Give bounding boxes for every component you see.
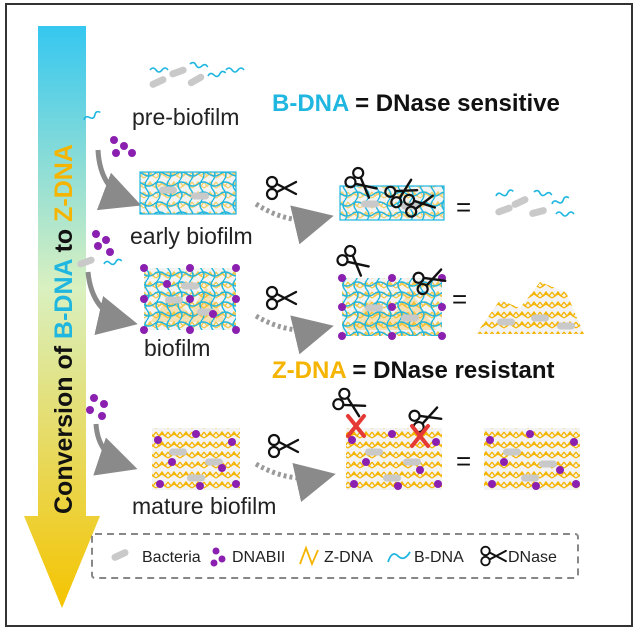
curve-arrow-2 [85, 271, 138, 335]
dnabii-cluster-2 [76, 230, 123, 269]
legend-label-dnabii: DNABII [232, 549, 285, 566]
mature-biofilm-resistant [330, 385, 445, 490]
legend-label-dnase: DNase [508, 549, 557, 566]
label-mature-biofilm: mature biofilm [132, 493, 276, 519]
early-biofilm-digested [339, 164, 445, 221]
heading-b-dna: B-DNA = DNase sensitive [272, 90, 560, 117]
heading-z-dna: Z-DNA = DNase resistant [272, 357, 555, 384]
mature-result-block [484, 428, 580, 490]
conversion-b-dna: B-DNA [50, 258, 78, 338]
dashed-arrow-2 [254, 313, 334, 355]
mature-biofilm-block [152, 428, 240, 490]
equals-2: = [452, 284, 467, 314]
early-result-fragments [494, 188, 575, 218]
legend-box [91, 533, 579, 579]
blocked-x-1 [346, 414, 366, 438]
z-dna-icon [299, 545, 319, 567]
conversion-label: Conversion of B-DNA to Z-DNA [50, 144, 78, 514]
legend: Bacteria DNABII Z-DNA B-DNA DNase [110, 545, 557, 567]
conversion-z-dna: Z-DNA [50, 144, 78, 222]
dnabii-icon [210, 547, 226, 567]
scissors-icon [480, 545, 507, 567]
dnabii-cluster-1 [82, 109, 136, 157]
dashed-arrow-1 [254, 201, 334, 245]
biofilm-result-zdna [476, 282, 584, 334]
early-biofilm-block [139, 171, 237, 215]
label-early-biofilm: early biofilm [130, 223, 253, 249]
conversion-arrow [24, 26, 100, 608]
equals-3: = [456, 446, 471, 476]
blocked-x-2 [410, 424, 430, 448]
label-biofilm: biofilm [144, 335, 210, 361]
biofilm-digested [334, 242, 449, 340]
dnase-scissors-2 [265, 285, 298, 311]
curve-arrow-1 [95, 149, 142, 211]
legend-label-z-dna: Z-DNA [324, 549, 373, 566]
equals-1: = [456, 192, 471, 222]
biofilm-block [140, 264, 240, 334]
curve-arrow-3 [93, 423, 138, 476]
outer-frame [5, 3, 633, 627]
pre-biofilm-illustration [148, 61, 245, 89]
legend-label-bacteria: Bacteria [142, 549, 201, 566]
bacteria-icon [110, 548, 130, 562]
b-dna-icon [387, 551, 411, 563]
dnase-scissors-3 [267, 433, 300, 459]
legend-label-b-dna: B-DNA [414, 549, 464, 566]
dashed-arrow-3 [254, 461, 336, 503]
dnabii-cluster-3 [86, 394, 108, 420]
dnase-scissors-1 [265, 175, 298, 201]
label-pre-biofilm: pre-biofilm [132, 104, 239, 130]
